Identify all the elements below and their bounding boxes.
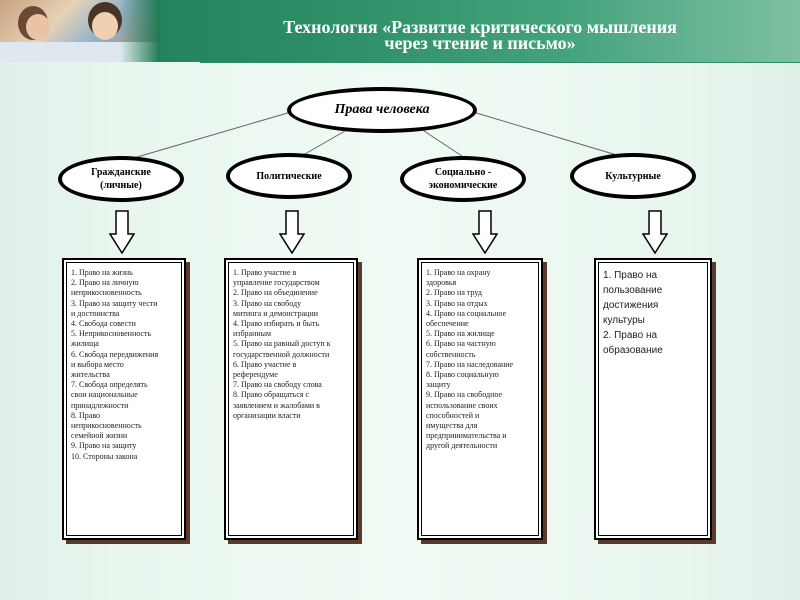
list-item: семейной жизни [71,431,128,441]
list-item: 2. Право на личную [71,278,139,288]
title-line-1: Технология «Развитие критического мышлен… [283,17,677,37]
list-item: предпринимательства и [426,431,507,441]
list-item: 5. Неприкосновенность [71,329,152,339]
list-item: достижения [603,300,659,311]
category-label: Социально - [434,167,492,178]
root-label: Права человека [334,102,430,117]
list-item: 6. Право участие в [233,359,297,369]
list-item: 6. Право на частную [426,339,496,349]
list-item: 7. Право на свободу слова [233,380,322,390]
list-item: жилища [71,339,99,349]
root-node: Права человека [287,87,477,133]
list-item: 4. Право избирать и быть [233,319,320,329]
header-divider [200,62,800,63]
list-item: свои национальные [71,390,138,400]
list-item: использование своих [426,400,498,410]
list-item: пользование [603,285,663,296]
list-item: 3. Право на защиту чести [71,298,158,308]
list-item: культуры [603,315,645,326]
list-item: 10. Стороны закона [71,451,138,461]
list-item: 8. Право [71,410,101,420]
list-item: 6. Свобода передвижения [71,349,159,359]
list-item: 7. Свобода определять [71,380,148,390]
list-item: 7. Право на наследование [426,359,514,369]
list-item: 1. Право на жизнь [71,268,133,277]
category-node-socioeconomic: Социально - экономические [400,156,526,202]
list-item: защиту [426,380,451,390]
down-arrow-icon [109,210,135,254]
list-item: неприкосновенность [71,288,142,298]
list-item: образование [603,345,663,356]
list-item: заявлением и жалобами в [233,400,320,410]
list-item: митинга и демонстрации [233,308,319,318]
category-label-sub: экономические [428,180,498,191]
list-item: другой деятельности [426,441,498,451]
rights-list-cultural: 1. Право на пользование достижения культ… [594,258,712,540]
list-item: 4. Право на социальное [426,308,507,318]
category-label: Гражданские [91,167,151,178]
title-line-2: через чтение и письмо» [384,33,576,53]
list-item: государственной должности [233,349,330,359]
list-item: собственность [426,349,476,359]
down-arrow-icon [472,210,498,254]
list-item: жительства [71,370,110,380]
list-item: 1. Право на охрану [426,268,491,277]
category-node-civil: Гражданские (личные) [58,156,184,202]
list-item: и выбора место [71,359,124,369]
list-item: 8. Право обращаться с [233,390,310,400]
rights-list-socioeconomic: 1. Право на охрану здоровья 2. Право на … [417,258,543,540]
list-item: 2. Право на труд [426,288,482,298]
category-label: Политические [256,170,322,182]
list-item: обеспечение [426,319,469,329]
list-item: 9. Право на свободное [426,390,502,400]
list-item: 1. Право на [603,270,658,281]
list-item: организации власти [233,410,301,420]
list-item: способностей и [426,410,480,420]
list-item: 2. Право на [603,330,658,341]
list-item: и достоинства [71,308,120,318]
category-node-political: Политические [226,153,352,199]
category-node-cultural: Культурные [570,153,696,199]
category-label: Культурные [605,170,661,182]
list-item: 5. Право на равный доступ к [233,339,331,349]
header-banner: Технология «Развитие критического мышлен… [0,0,800,62]
list-item: 3. Право на свободу [233,298,302,308]
list-item: 1. Право участие в [233,268,297,277]
list-item: 9. Право на защиту [71,441,137,451]
list-item: 4. Свобода совести [71,319,136,329]
rights-list-political: 1. Право участие в управление государств… [224,258,358,540]
list-item: 8. Право социальную [426,370,499,380]
down-arrow-icon [642,210,668,254]
list-item: неприкосновенность [71,421,142,431]
list-item: 3. Право на отдых [426,298,488,308]
rights-list-civil: 1. Право на жизнь 2. Право на личную неп… [62,258,186,540]
list-item: референдуме [233,370,278,380]
list-item: 5. Право на жилище [426,329,495,339]
list-item: 2. Право на объединение [233,288,318,298]
list-item: управление государством [233,278,320,288]
slide-title: Технология «Развитие критического мышлен… [200,17,760,53]
header-photo [0,0,160,62]
category-label-sub: (личные) [100,180,142,191]
list-item: имущества для [426,421,478,431]
list-item: здоровья [426,278,457,288]
list-item: избранным [233,329,272,339]
down-arrow-icon [279,210,305,254]
list-item: принадлежности [71,400,129,410]
